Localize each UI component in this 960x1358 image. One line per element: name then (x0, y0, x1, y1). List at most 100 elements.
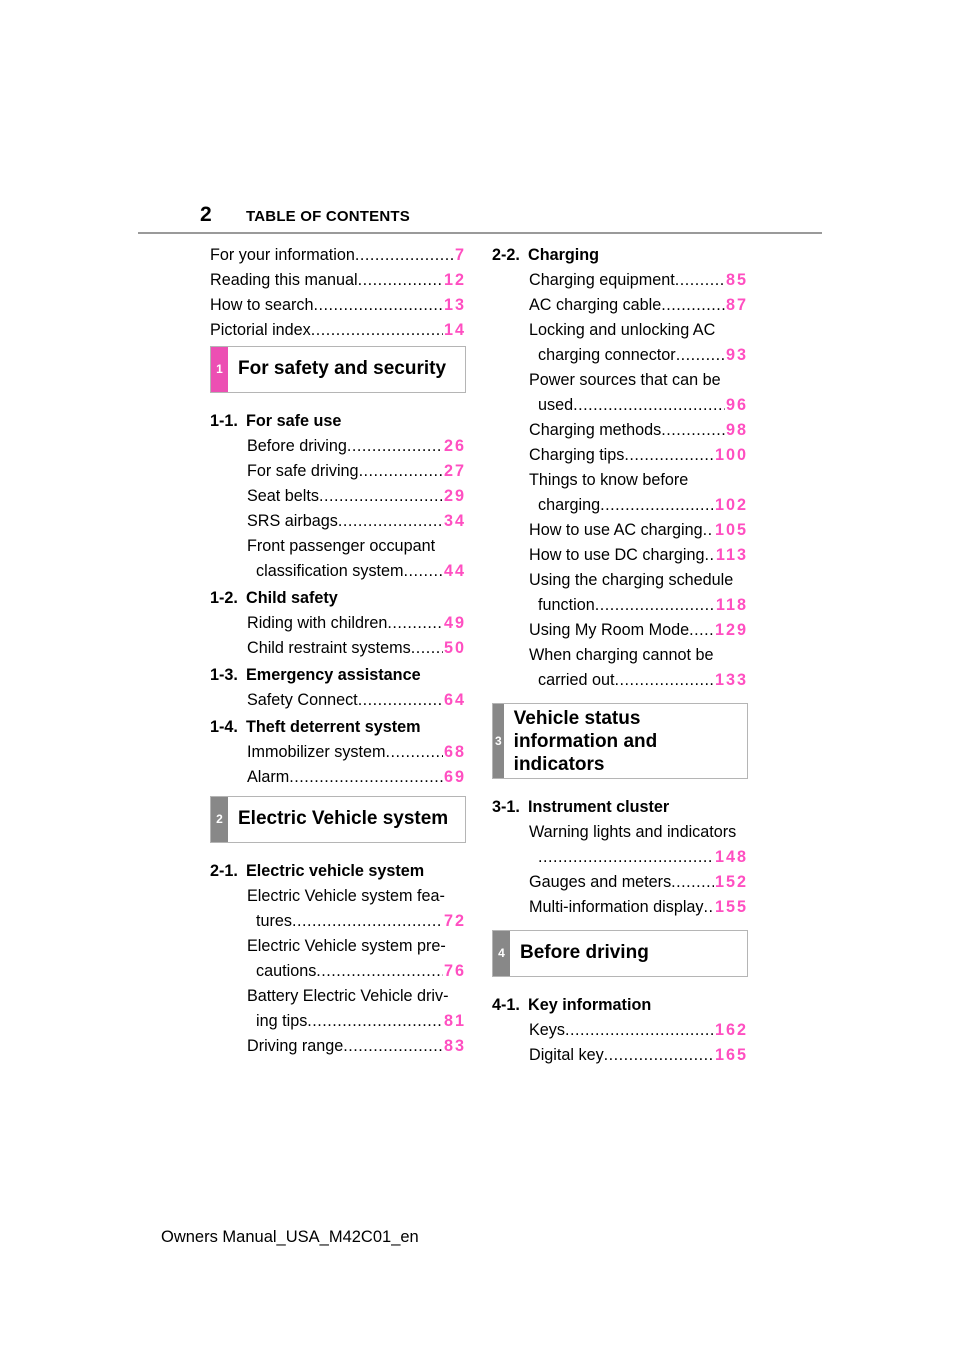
toc-entry[interactable]: Child restraint systems50 (210, 636, 466, 661)
toc-entry[interactable]: ing tips81 (210, 1009, 466, 1034)
toc-entry[interactable]: Pictorial index14 (210, 318, 466, 343)
toc-entry[interactable]: Alarm69 (210, 765, 466, 790)
toc-right-column: 2-2.Charging Charging equipment85AC char… (492, 243, 748, 1068)
toc-entry[interactable]: Power sources that can beused96 (492, 368, 748, 418)
chapter-3-box[interactable]: 3 Vehicle status information and indicat… (492, 703, 748, 779)
toc-page-link[interactable]: 93 (725, 346, 748, 364)
toc-entry[interactable]: Immobilizer system68 (210, 740, 466, 765)
toc-entry[interactable]: For safe driving27 (210, 459, 466, 484)
toc-entry[interactable]: charging connector93 (492, 343, 748, 368)
section-heading: 2-1.Electric vehicle system (210, 862, 425, 880)
leader-dots (604, 1043, 714, 1068)
toc-page-link[interactable]: 129 (714, 621, 748, 639)
section-heading: 1-3.Emergency assistance (210, 666, 421, 684)
toc-page-link[interactable]: 29 (443, 487, 466, 505)
toc-entry[interactable]: How to use AC charging105 (492, 518, 748, 543)
toc-entry[interactable]: Electric Vehicle system pre-cautions76 (210, 934, 466, 984)
toc-page-link[interactable]: 98 (725, 421, 748, 439)
toc-entry[interactable]: classification system 44 (210, 559, 466, 584)
chapter-title: Electric Vehicle system (238, 808, 449, 829)
leader-dots (675, 268, 725, 293)
toc-entry[interactable]: Keys162 (492, 1018, 748, 1043)
toc-entry[interactable]: Using the charging schedule function118 (492, 568, 748, 618)
toc-entry[interactable]: tures72 (210, 909, 466, 934)
toc-entry-label: classification system (256, 562, 404, 580)
toc-page-link[interactable]: 165 (714, 1046, 748, 1064)
toc-page-link[interactable]: 87 (725, 296, 748, 314)
toc-page-link[interactable]: 12 (443, 271, 466, 289)
toc-page-link[interactable]: 7 (454, 246, 466, 264)
toc-entry[interactable]: For your information 7 (210, 243, 466, 268)
toc-page-link[interactable]: 148 (714, 848, 748, 866)
toc-entry[interactable]: Reading this manual 12 (210, 268, 466, 293)
toc-entry[interactable]: Things to know beforecharging102 (492, 468, 748, 518)
toc-entry-label: For your information (210, 246, 355, 264)
toc-entry[interactable]: Seat belts29 (210, 484, 466, 509)
chapter-4-box[interactable]: 4 Before driving (492, 930, 748, 977)
toc-page-link[interactable]: 34 (443, 512, 466, 530)
leader-dots (600, 493, 714, 518)
toc-entry[interactable]: 148 (492, 845, 748, 870)
toc-entry[interactable]: How to use DC charging113 (492, 543, 748, 568)
toc-entry[interactable]: Digital key165 (492, 1043, 748, 1068)
toc-entry[interactable]: Charging tips100 (492, 443, 748, 468)
leader-dots (358, 688, 443, 713)
toc-entry[interactable]: Warning lights and indicators148 (492, 820, 748, 870)
toc-entry[interactable]: Multi-information display155 (492, 895, 748, 920)
toc-page-link[interactable]: 102 (714, 496, 748, 514)
toc-entry-label: used (538, 396, 574, 414)
toc-entry[interactable]: Gauges and meters152 (492, 870, 748, 895)
chapter-tab: 2 (211, 797, 228, 842)
toc-entry[interactable]: Electric Vehicle system fea-tures72 (210, 884, 466, 934)
toc-page-link[interactable]: 118 (715, 596, 748, 614)
toc-page-link[interactable]: 162 (714, 1021, 748, 1039)
toc-entry-label: Using the charging schedule (529, 571, 734, 589)
toc-page-link[interactable]: 133 (714, 671, 748, 689)
toc-entry[interactable]: Riding with children49 (210, 611, 466, 636)
chapter-1-box[interactable]: 1 For safety and security (210, 346, 466, 393)
toc-page-link[interactable]: 14 (443, 321, 466, 339)
toc-page-link[interactable]: 83 (443, 1037, 466, 1055)
toc-entry[interactable]: How to search13 (210, 293, 466, 318)
toc-entry[interactable]: function118 (492, 593, 748, 618)
toc-entry[interactable]: Driving range83 (210, 1034, 466, 1059)
toc-page-link[interactable]: 155 (714, 898, 748, 916)
toc-page-link[interactable]: 13 (443, 296, 466, 314)
toc-entry[interactable]: Charging equipment85 (492, 268, 748, 293)
toc-entry[interactable]: AC charging cable87 (492, 293, 748, 318)
toc-page-link[interactable]: 105 (714, 521, 748, 539)
toc-entry[interactable]: cautions76 (210, 959, 466, 984)
toc-entry-label: Reading this manual (210, 271, 358, 289)
toc-entry[interactable]: carried out133 (492, 668, 748, 693)
toc-entry[interactable]: SRS airbags34 (210, 509, 466, 534)
toc-entry[interactable]: Charging methods98 (492, 418, 748, 443)
toc-page-link[interactable]: 69 (443, 768, 466, 786)
toc-page-link[interactable]: 27 (443, 462, 466, 480)
toc-page-link[interactable]: 26 (443, 437, 466, 455)
toc-page-link[interactable]: 49 (443, 614, 466, 632)
toc-entry[interactable]: used 96 (492, 393, 748, 418)
toc-page-link[interactable]: 68 (443, 743, 466, 761)
toc-page-link[interactable]: 113 (715, 546, 748, 564)
toc-entry[interactable]: Before driving26 (210, 434, 466, 459)
toc-page-link[interactable]: 64 (443, 691, 466, 709)
leader-dots (311, 318, 443, 343)
leader-dots (313, 293, 443, 318)
chapter-2-box[interactable]: 2 Electric Vehicle system (210, 796, 466, 843)
toc-page-link[interactable]: 72 (443, 912, 466, 930)
toc-page-link[interactable]: 44 (443, 562, 466, 580)
toc-entry[interactable]: charging102 (492, 493, 748, 518)
toc-page-link[interactable]: 96 (725, 396, 748, 414)
toc-page-link[interactable]: 50 (443, 639, 466, 657)
toc-page-link[interactable]: 152 (714, 873, 748, 891)
toc-page-link[interactable]: 81 (443, 1012, 466, 1030)
toc-entry[interactable]: Using My Room Mode129 (492, 618, 748, 643)
toc-page-link[interactable]: 100 (714, 446, 748, 464)
toc-entry[interactable]: Safety Connect64 (210, 688, 466, 713)
toc-page-link[interactable]: 85 (725, 271, 748, 289)
toc-page-link[interactable]: 76 (443, 962, 466, 980)
toc-entry[interactable]: Battery Electric Vehicle driv-ing tips81 (210, 984, 466, 1034)
